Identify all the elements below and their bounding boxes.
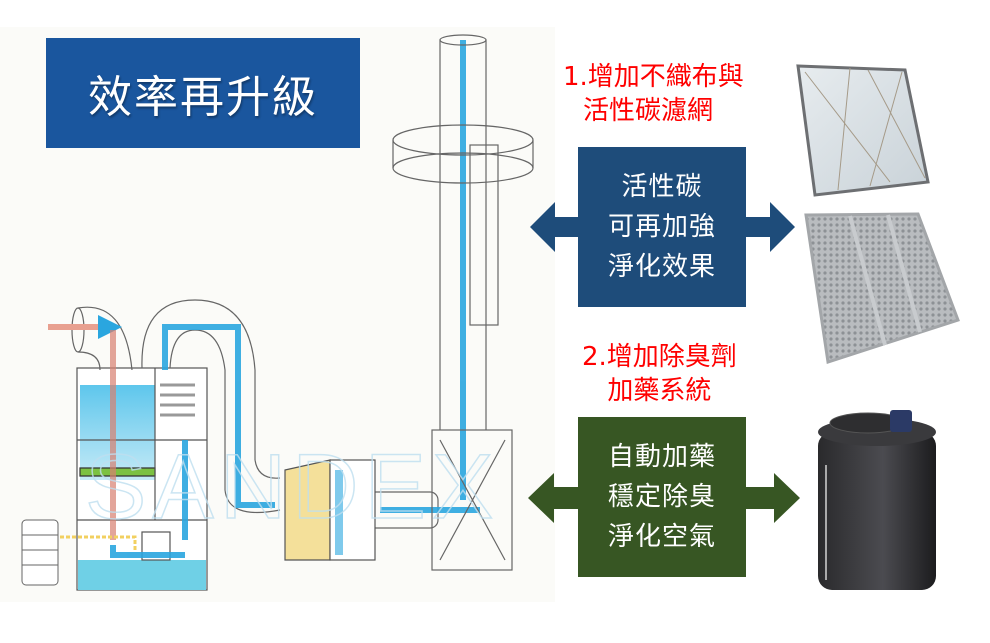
double-arrow-blue (530, 202, 795, 252)
page-title: 效率再升級 (46, 38, 360, 148)
small-water-tank (21, 519, 59, 586)
double-arrow-green (528, 473, 800, 523)
activated-carbon-filter-image (804, 212, 960, 364)
upgrade-2-label: 2.增加除臭劑 加藥系統 (582, 340, 737, 408)
non-woven-filter-image (796, 64, 930, 197)
duct-system (71, 299, 439, 529)
watermark: SANDEX (85, 436, 499, 538)
upgrade-2-label-line-1: 2.增加除臭劑 (582, 342, 737, 372)
carbon-benefit-box: 活性碳 可再加強 淨化效果 (578, 147, 746, 307)
upgrade-2-label-line-2: 加藥系統 (607, 376, 712, 406)
dosing-benefit-box: 自動加藥 穩定除臭 淨化空氣 (578, 417, 746, 577)
dosing-benefit-line-2: 穩定除臭 (607, 482, 716, 512)
inlet-flow-arrows (48, 315, 122, 540)
activated-carbon-unit (284, 459, 376, 561)
exhaust-stack (392, 34, 534, 571)
upgrade-1-label: 1.增加不織布與 活性碳濾網 (563, 60, 744, 128)
upgrade-1-label-line-2: 活性碳濾網 (583, 96, 714, 126)
carbon-benefit-line-3: 淨化效果 (607, 252, 716, 282)
carbon-benefit-line-2: 可再加強 (607, 212, 716, 242)
dosing-benefit-line-3: 淨化空氣 (607, 522, 716, 552)
carbon-benefit-line-1: 活性碳 (621, 172, 703, 202)
dosing-benefit-line-1: 自動加藥 (607, 442, 716, 472)
chemical-dosing-tank-image (818, 410, 936, 590)
upgrade-1-label-line-1: 1.增加不織布與 (563, 62, 744, 92)
